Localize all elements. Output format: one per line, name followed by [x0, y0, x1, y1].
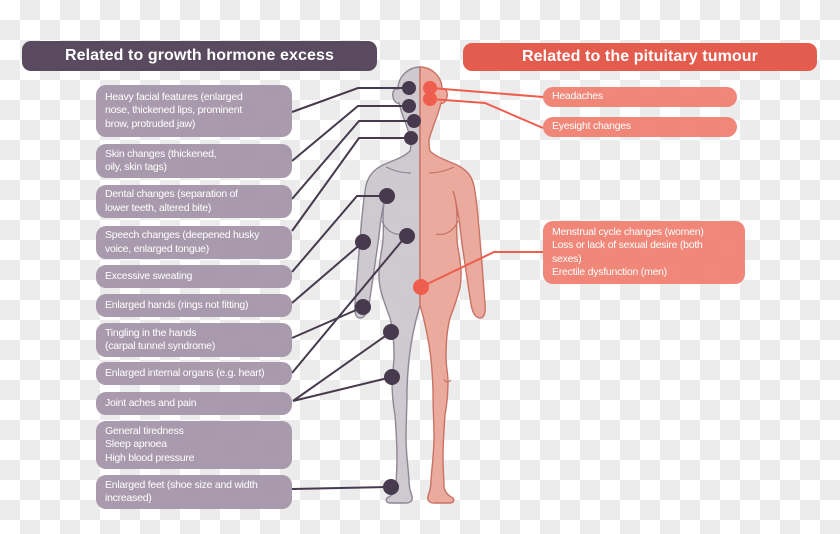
marker-groin-dot: [413, 279, 429, 295]
line-tingling-hands: [291, 306, 364, 339]
label-enlarged-feet: Enlarged feet (shoe size and width incre…: [96, 475, 292, 509]
line-skin-changes: [291, 105, 403, 162]
label-headaches: Headaches: [543, 87, 737, 107]
line-headaches: [430, 87, 544, 98]
header-growth-hormone-excess: Related to growth hormone excess: [22, 41, 377, 71]
label-enlarged-internal-organs: Enlarged internal organs (e.g. heart): [96, 362, 292, 385]
connector-lines-purple: [291, 87, 408, 490]
symptom-markers-purple: [355, 81, 421, 495]
label-heavy-facial-features: Heavy facial features (enlarged nose, th…: [96, 85, 292, 137]
marker-forehead-dot: [402, 81, 416, 95]
label-joint-aches: Joint aches and pain: [96, 392, 292, 415]
line-enlarged-feet: [291, 486, 388, 490]
marker-mouth-dot: [407, 114, 421, 128]
line-joint-aches-hip: [292, 331, 392, 402]
marker-hand-dot: [355, 299, 371, 315]
line-sexual-symptoms: [420, 251, 543, 288]
marker-eyesight-dot: [423, 92, 437, 106]
marker-knee-dot: [384, 369, 400, 385]
label-skin-changes: Skin changes (thickened, oily, skin tags…: [96, 144, 292, 178]
marker-hip-dot: [383, 324, 399, 340]
line-enlarged-hands: [291, 241, 364, 304]
label-sexual-symptoms: Menstrual cycle changes (women) Loss or …: [543, 221, 745, 284]
label-enlarged-hands: Enlarged hands (rings not fitting): [96, 294, 292, 317]
symptom-markers-red: [413, 81, 437, 295]
line-enlarged-internal-organs: [291, 235, 407, 374]
marker-jaw-dot: [404, 131, 418, 145]
line-eyesight-changes: [430, 98, 544, 129]
label-eyesight-changes: Eyesight changes: [543, 117, 737, 137]
label-general-tiredness: General tiredness Sleep apnoea High bloo…: [96, 421, 292, 469]
label-excessive-sweating: Excessive sweating: [96, 265, 292, 288]
connector-lines-red: [420, 87, 544, 288]
marker-foot-dot: [383, 479, 399, 495]
line-excessive-sweating: [291, 195, 381, 273]
marker-headache-dot: [423, 81, 437, 95]
marker-elbow-dot: [355, 234, 371, 250]
line-dental-changes: [291, 120, 408, 200]
marker-chest-dot: [399, 228, 415, 244]
marker-armpit-dot: [379, 188, 395, 204]
line-heavy-facial-features: [291, 87, 403, 113]
body-right-half: [419, 66, 486, 504]
label-speech-changes: Speech changes (deepened husky voice, en…: [96, 226, 292, 259]
line-joint-aches-knee: [292, 376, 393, 402]
line-speech-changes: [291, 137, 405, 232]
label-tingling-hands: Tingling in the hands (carpal tunnel syn…: [96, 323, 292, 357]
label-dental-changes: Dental changes (separation of lower teet…: [96, 185, 292, 218]
header-pituitary-tumour: Related to the pituitary tumour: [463, 43, 817, 71]
marker-cheek-dot: [402, 99, 416, 113]
